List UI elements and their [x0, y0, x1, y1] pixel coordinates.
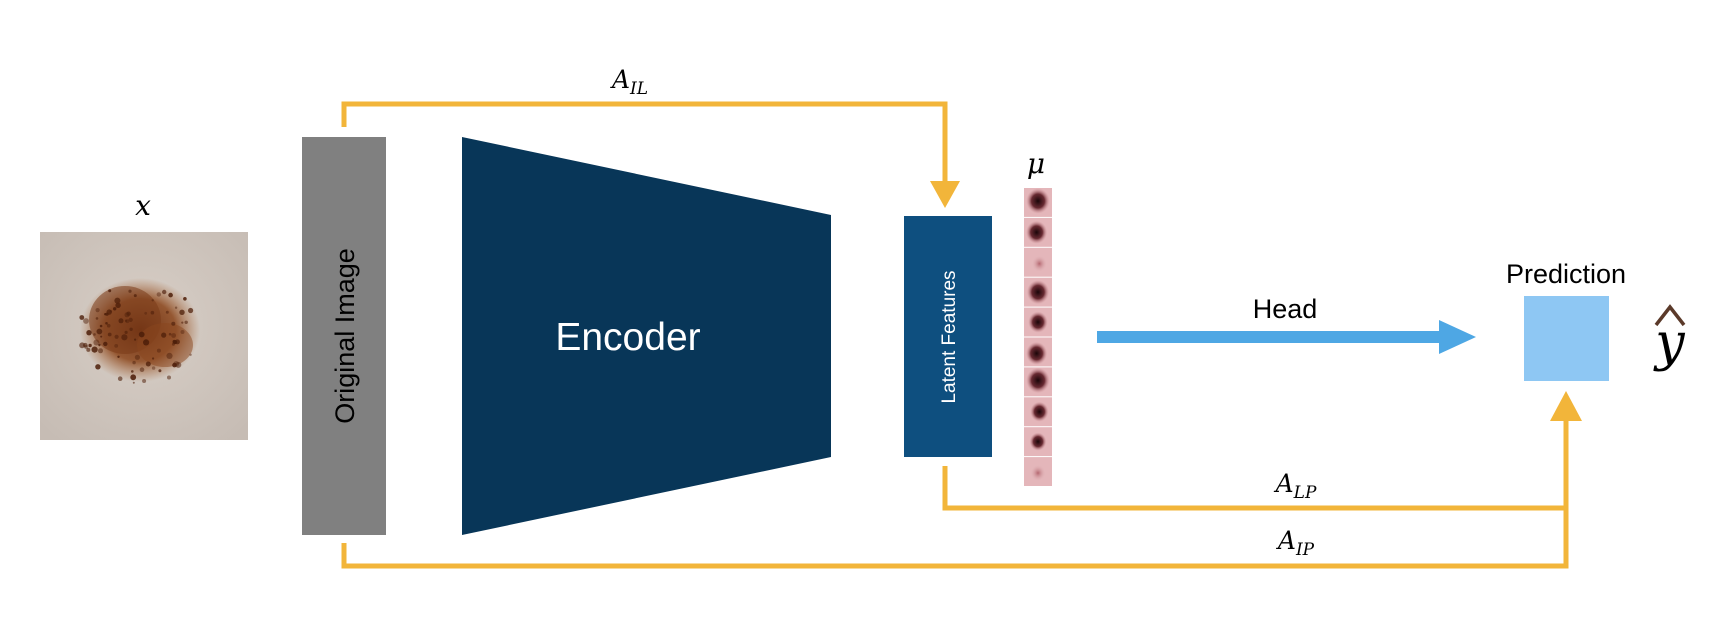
skip-arrow-il	[341, 101, 948, 183]
prediction-label: Prediction	[1506, 259, 1626, 289]
arrow-label-il: AIL	[610, 65, 648, 99]
prototype-thumbnail	[1024, 277, 1052, 307]
prototype-thumbnail	[1024, 427, 1052, 457]
skip-arrow-ip-head	[1550, 391, 1582, 421]
original-image-label: Original Image	[330, 248, 360, 424]
skip-arrow-il-head	[930, 181, 960, 208]
prototype-thumbnail	[1024, 217, 1052, 247]
head-arrow	[1097, 320, 1476, 354]
head-label: Head	[1253, 294, 1318, 324]
prototype-thumbnail	[1024, 337, 1052, 367]
prototype-thumbnail	[1024, 188, 1052, 217]
encoder-block	[462, 137, 831, 535]
output-yhat: y	[1653, 304, 1686, 373]
encoder-label: Encoder	[555, 316, 700, 359]
prototype-thumbnail	[1024, 307, 1052, 337]
skip-arrow-lp	[942, 466, 1566, 511]
prototype-thumbnail	[1024, 367, 1052, 397]
arrow-label-ip: AIP	[1276, 526, 1315, 560]
prototype-thumbnail	[1024, 397, 1052, 427]
prototype-column	[1024, 188, 1052, 486]
prototype-thumbnail	[1024, 457, 1052, 486]
input-skin-image	[40, 232, 248, 440]
hat-icon	[1654, 304, 1686, 327]
latent-symbol: μ	[1027, 147, 1045, 180]
skip-arrow-ip	[341, 420, 1569, 569]
input-symbol: x	[135, 189, 151, 222]
original-image-box	[302, 137, 386, 535]
latent-features-label: Latent Features	[939, 270, 960, 403]
latent-features-box	[904, 216, 992, 457]
arrow-label-lp: ALP	[1274, 469, 1317, 503]
prediction-box	[1524, 296, 1609, 381]
prototype-thumbnail	[1024, 247, 1052, 277]
